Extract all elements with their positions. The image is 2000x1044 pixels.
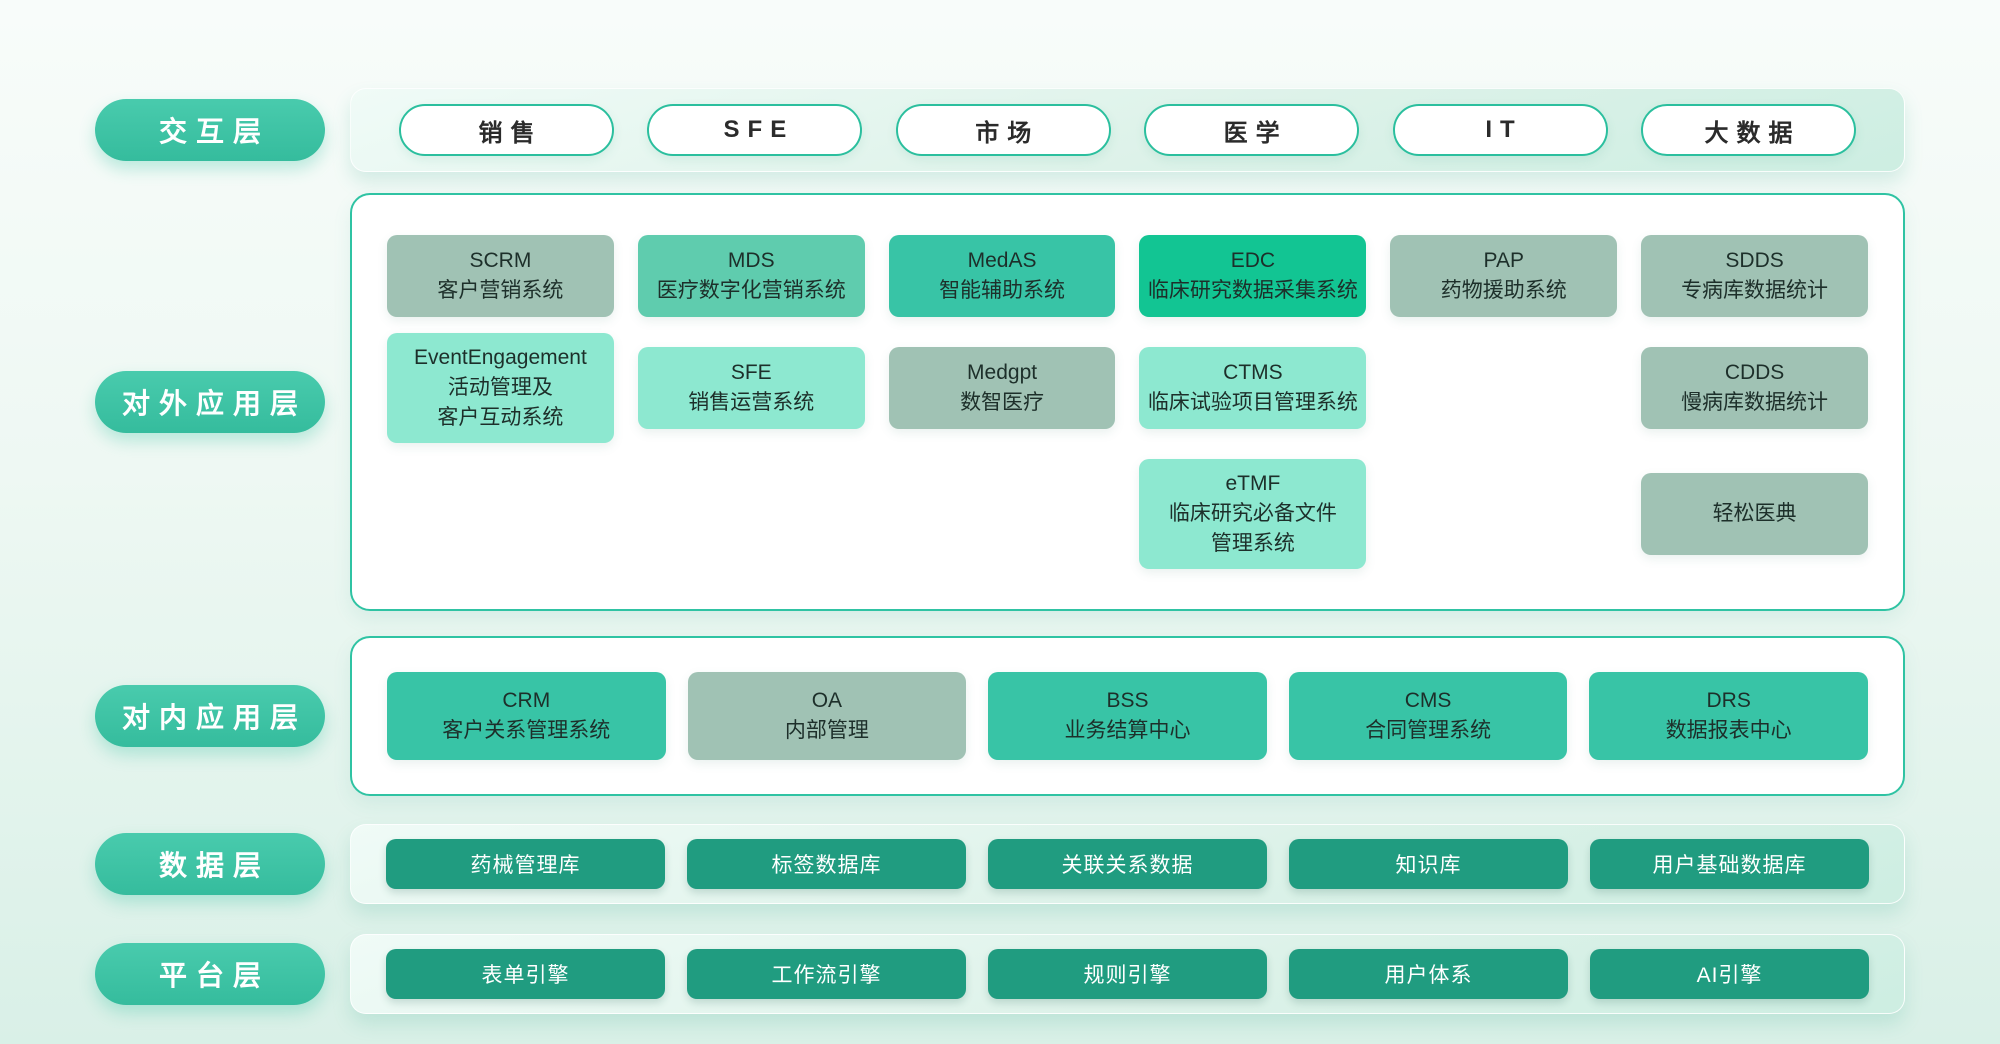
external-layer-row: 对外应用层 SCRM 客户营销系统 MDS 医疗数字化营销系统 MedAS 智能… — [95, 193, 1905, 611]
dept-pill-market: 市场 — [895, 104, 1111, 156]
system-box-medgpt: Medgpt 数智医疗 — [888, 347, 1116, 429]
layer-label-interaction: 交互层 — [95, 99, 325, 161]
system-subtitle: 合同管理系统 — [1365, 719, 1492, 742]
system-box-crm: CRM 客户关系管理系统 — [387, 672, 666, 760]
system-box-mds: MDS 医疗数字化营销系统 — [637, 235, 865, 317]
system-title: Medgpt — [967, 361, 1038, 384]
data-box-drug-device-db: 药械管理库 — [386, 839, 665, 889]
system-box-event-engagement: EventEngagement 活动管理及 客户互动系统 — [387, 333, 614, 443]
system-title: SCRM — [469, 249, 532, 272]
system-subtitle: 数智医疗 — [960, 391, 1045, 414]
system-subtitle: 临床研究数据采集系统 — [1147, 279, 1358, 302]
system-subtitle: 活动管理及 — [447, 376, 553, 399]
internal-apps-panel: CRM 客户关系管理系统 OA 内部管理 BSS 业务结算中心 CMS 合同管理… — [350, 636, 1905, 796]
system-subtitle: 临床试验项目管理系统 — [1147, 391, 1358, 414]
system-box-cdds: CDDS 慢病库数据统计 — [1641, 347, 1868, 429]
system-subtitle-2: 管理系统 — [1210, 532, 1295, 555]
system-title: MedAS — [967, 249, 1037, 272]
system-box-scrm: SCRM 客户营销系统 — [387, 235, 614, 317]
system-title: EventEngagement — [414, 346, 587, 369]
system-title: CDDS — [1724, 361, 1785, 384]
system-box-drs: DRS 数据报表中心 — [1589, 672, 1868, 760]
system-subtitle: 数据报表中心 — [1665, 719, 1792, 742]
system-subtitle: 销售运营系统 — [688, 391, 815, 414]
platform-layer-row: 平台层 表单引擎 工作流引擎 规则引擎 用户体系 AI引擎 — [95, 934, 1905, 1014]
internal-layer-row: 对内应用层 CRM 客户关系管理系统 OA 内部管理 BSS 业务结算中心 CM… — [95, 636, 1905, 796]
system-title: CMS — [1404, 689, 1452, 712]
system-subtitle: 临床研究必备文件 — [1168, 502, 1337, 525]
system-box-etmf: eTMF 临床研究必备文件 管理系统 — [1139, 459, 1367, 569]
system-title: PAP — [1483, 249, 1524, 272]
system-box-oa: OA 内部管理 — [687, 672, 967, 760]
system-title: SDDS — [1725, 249, 1784, 272]
system-box-sfe: SFE 销售运营系统 — [637, 347, 865, 429]
system-box-pap: PAP 药物援助系统 — [1390, 235, 1618, 317]
dept-pill-medical: 医学 — [1144, 104, 1360, 156]
system-title: 轻松医典 — [1712, 502, 1797, 525]
system-subtitle: 慢病库数据统计 — [1681, 391, 1829, 414]
data-box-tag-db: 标签数据库 — [687, 839, 966, 889]
system-title: BSS — [1106, 689, 1149, 712]
system-subtitle: 医疗数字化营销系统 — [656, 279, 846, 302]
system-title: CRM — [502, 689, 551, 712]
system-box-edc: EDC 临床研究数据采集系统 — [1139, 235, 1367, 317]
system-subtitle: 业务结算中心 — [1064, 719, 1191, 742]
dept-pill-bigdata: 大数据 — [1640, 104, 1856, 156]
platform-box-rule-engine: 规则引擎 — [988, 949, 1267, 999]
dept-pill-sfe: SFE — [647, 104, 863, 156]
system-title: EDC — [1230, 249, 1276, 272]
system-title: MDS — [727, 249, 775, 272]
layer-label-data: 数据层 — [95, 833, 325, 895]
platform-layer-panel: 表单引擎 工作流引擎 规则引擎 用户体系 AI引擎 — [350, 934, 1905, 1014]
external-apps-panel: SCRM 客户营销系统 MDS 医疗数字化营销系统 MedAS 智能辅助系统 E… — [350, 193, 1905, 611]
data-layer-panel: 药械管理库 标签数据库 关联关系数据 知识库 用户基础数据库 — [350, 824, 1905, 904]
platform-box-ai-engine: AI引擎 — [1590, 949, 1869, 999]
data-box-knowledge-base: 知识库 — [1289, 839, 1568, 889]
platform-box-user-system: 用户体系 — [1289, 949, 1568, 999]
interaction-panel: 销售 SFE 市场 医学 IT 大数据 — [350, 88, 1905, 172]
system-box-bss: BSS 业务结算中心 — [988, 672, 1267, 760]
dept-pill-sales: 销售 — [399, 104, 614, 156]
interaction-layer-row: 交互层 销售 SFE 市场 医学 IT 大数据 — [95, 88, 1905, 172]
system-subtitle: 专病库数据统计 — [1681, 279, 1829, 302]
layer-label-external: 对外应用层 — [95, 371, 325, 433]
system-subtitle: 客户关系管理系统 — [442, 719, 611, 742]
system-subtitle: 药物援助系统 — [1440, 279, 1567, 302]
system-box-ctms: CTMS 临床试验项目管理系统 — [1139, 347, 1367, 429]
system-title: DRS — [1706, 689, 1751, 712]
system-title: OA — [811, 689, 843, 712]
internal-apps-row: CRM 客户关系管理系统 OA 内部管理 BSS 业务结算中心 CMS 合同管理… — [387, 672, 1868, 760]
layer-label-internal: 对内应用层 — [95, 685, 325, 747]
system-box-medas: MedAS 智能辅助系统 — [888, 235, 1116, 317]
system-title: SFE — [730, 361, 772, 384]
external-apps-grid: SCRM 客户营销系统 MDS 医疗数字化营销系统 MedAS 智能辅助系统 E… — [387, 235, 1868, 569]
system-subtitle: 智能辅助系统 — [939, 279, 1066, 302]
system-title: eTMF — [1225, 472, 1281, 495]
system-box-sdds: SDDS 专病库数据统计 — [1641, 235, 1868, 317]
data-box-user-base-db: 用户基础数据库 — [1590, 839, 1869, 889]
system-subtitle: 内部管理 — [784, 719, 869, 742]
data-layer-row: 数据层 药械管理库 标签数据库 关联关系数据 知识库 用户基础数据库 — [95, 824, 1905, 904]
data-box-relation-data: 关联关系数据 — [988, 839, 1267, 889]
system-box-cms: CMS 合同管理系统 — [1288, 672, 1568, 760]
dept-pill-it: IT — [1392, 104, 1608, 156]
system-title: CTMS — [1223, 361, 1283, 384]
platform-box-form-engine: 表单引擎 — [386, 949, 665, 999]
layer-label-platform: 平台层 — [95, 943, 325, 1005]
system-subtitle: 客户营销系统 — [437, 279, 564, 302]
system-box-qingsong-yidian: 轻松医典 — [1641, 473, 1868, 555]
platform-box-workflow-engine: 工作流引擎 — [687, 949, 966, 999]
system-subtitle-2: 客户互动系统 — [437, 406, 564, 429]
